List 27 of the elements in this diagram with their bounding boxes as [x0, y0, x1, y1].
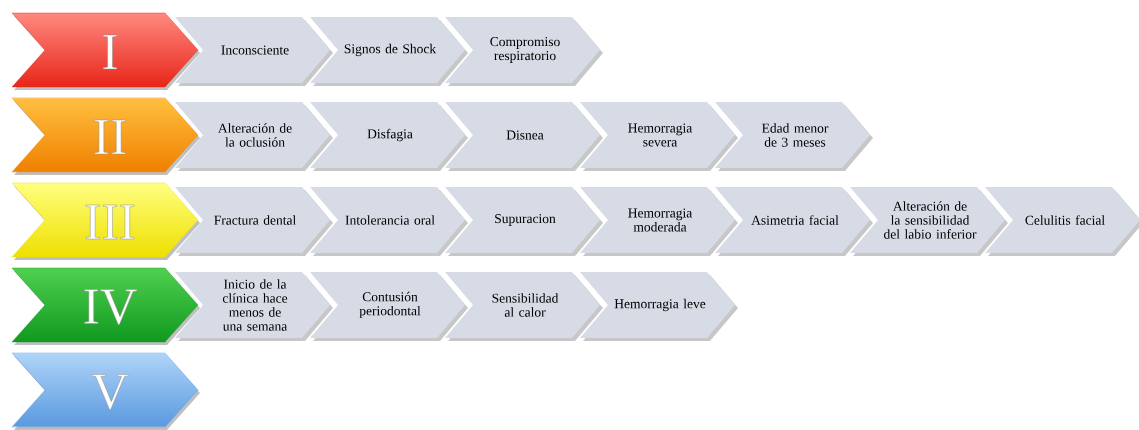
- step-box: Hemorragia moderada: [580, 187, 738, 256]
- level-box: III: [11, 182, 200, 260]
- step-box: Hemorragia leve: [580, 272, 738, 341]
- step-box: Compromiso respiratorio: [445, 17, 603, 86]
- node-label: Compromiso respiratorio: [490, 37, 560, 63]
- step-box: Inicio de la clínica hace menos de una semana: [175, 272, 333, 341]
- level-box: I: [11, 12, 200, 90]
- step-box: Supuracion: [445, 187, 603, 256]
- step-box: Intolerancia oral: [310, 187, 468, 256]
- level-box: V: [11, 352, 200, 430]
- level-box: IV: [11, 267, 200, 345]
- step-box: Hemorragia severa: [580, 102, 738, 171]
- step-box: Disfagia: [310, 102, 468, 171]
- step-box: Alteración de la oclusión: [175, 102, 333, 171]
- step-box: Fractura dental: [175, 187, 333, 256]
- step-box: Signos de Shock: [310, 17, 468, 86]
- step-box: Sensibilidad al calor: [445, 272, 603, 341]
- step-box: Celulitis facial: [985, 187, 1139, 256]
- step-box: Inconsciente: [175, 17, 333, 86]
- step-box: Asimetria facial: [715, 187, 873, 256]
- step-box: Edad menor de 3 meses: [715, 102, 873, 171]
- level-box: II: [11, 97, 200, 175]
- node-label: Signos de Shock: [344, 43, 437, 57]
- node-label: Inconsciente: [221, 45, 289, 55]
- step-box: Alteración de la sensibilidad del labio inferior: [850, 187, 1008, 256]
- step-box: Disnea: [445, 102, 603, 171]
- step-box: Contusión periodontal: [310, 272, 468, 341]
